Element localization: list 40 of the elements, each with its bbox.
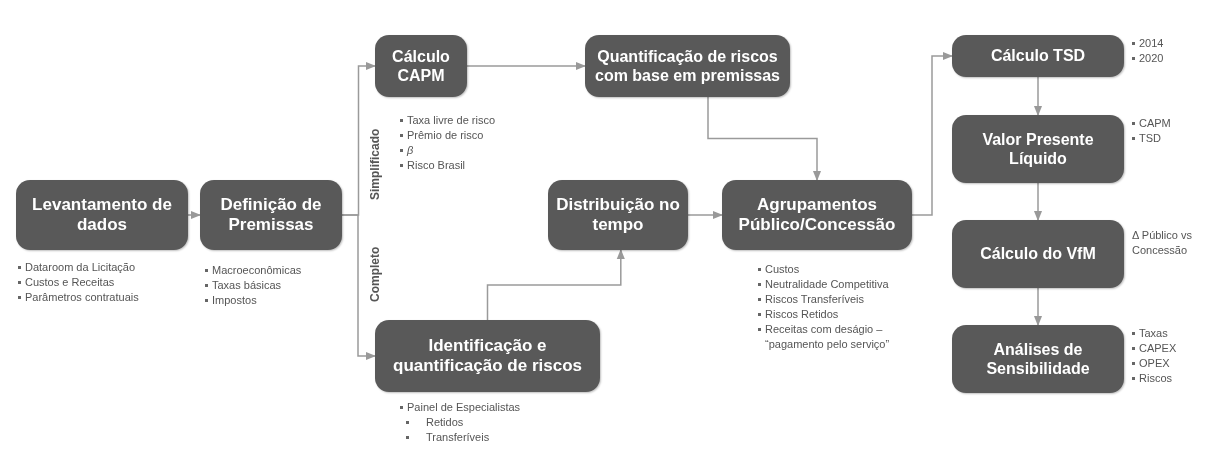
- box-title: Análises de Sensibilidade: [985, 339, 1091, 379]
- arrow: [687, 210, 724, 220]
- process-box: [952, 35, 1124, 77]
- process-box: [722, 180, 912, 250]
- box-title: Quantificação de riscos com base em premissas: [594, 46, 781, 86]
- arrow: [707, 96, 822, 182]
- note-text: Dataroom da Licitação: [18, 260, 136, 275]
- box-title: Cálculo CAPM: [391, 46, 451, 86]
- process-box: [16, 180, 188, 250]
- arrow: [1033, 76, 1043, 117]
- process-box: [952, 115, 1124, 183]
- process-box: [200, 180, 342, 250]
- note-text: Neutralidade Competitiva: [758, 277, 889, 292]
- branch-label: Completo: [368, 245, 382, 302]
- process-box: [952, 325, 1124, 393]
- note-text: Painel de Especialistas: [400, 400, 521, 415]
- arrow: [341, 214, 377, 361]
- arrow: [466, 61, 587, 71]
- note-text: Impostos: [205, 293, 257, 308]
- box-title: Cálculo TSD: [990, 46, 1086, 66]
- arrow: [486, 248, 625, 321]
- box-title: Levantamento de dados: [31, 194, 173, 236]
- arrow: [911, 51, 954, 216]
- process-box: [375, 320, 600, 392]
- process-box: [952, 220, 1124, 288]
- arrow: [1033, 182, 1043, 222]
- arrow: [187, 210, 202, 220]
- note-text: β: [400, 143, 414, 158]
- box-title: Definição de Premissas: [219, 194, 323, 236]
- process-box: [375, 35, 467, 97]
- box-title: Agrupamentos Público/Concessão: [737, 194, 897, 236]
- process-box: [548, 180, 688, 250]
- branch-label: Simplificado: [368, 127, 382, 200]
- box-title: Valor Presente Líquido: [981, 129, 1095, 169]
- box-title: Cálculo do VfM: [980, 244, 1096, 264]
- process-box: [585, 35, 790, 97]
- arrow: [1033, 287, 1043, 327]
- box-title: Identificação e quantificação de riscos: [392, 335, 583, 377]
- box-title: Distribuição no tempo: [556, 194, 680, 236]
- note-text: Δ Público vs Concessão: [1132, 228, 1193, 258]
